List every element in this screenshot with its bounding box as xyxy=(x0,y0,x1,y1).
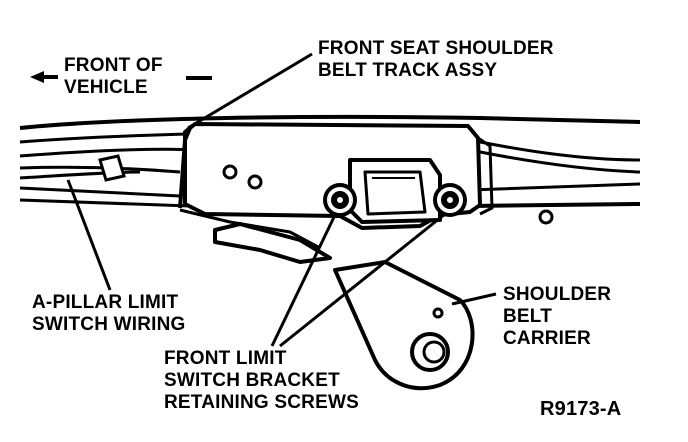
leader-screw-left xyxy=(270,214,337,347)
track-assy-label: FRONT SEAT SHOULDER BELT TRACK ASSY xyxy=(318,38,554,82)
leader-lines xyxy=(66,52,497,348)
leader-screw-right xyxy=(279,212,446,348)
front-of-vehicle-line1: FRONT OF xyxy=(64,55,163,76)
carrier-label: SHOULDER BELT CARRIER xyxy=(503,284,611,350)
shoulder-belt-carrier xyxy=(333,260,475,391)
track-assy-line2: BELT TRACK ASSY xyxy=(318,60,498,81)
carrier-line1: SHOULDER xyxy=(503,284,612,305)
screws-label: FRONT LIMIT SWITCH BRACKET RETAINING SCR… xyxy=(164,348,359,414)
front-of-vehicle-line2: VEHICLE xyxy=(64,77,148,98)
retaining-screws xyxy=(323,183,467,217)
lower-bracket xyxy=(179,208,332,264)
carrier-line2: BELT xyxy=(503,306,552,327)
a-pillar-trim xyxy=(19,114,641,208)
wiring-line2: SWITCH WIRING xyxy=(32,314,186,335)
leader-wiring xyxy=(66,179,112,291)
wiring-line1: A-PILLAR LIMIT xyxy=(32,292,179,313)
figure-id: R9173-A xyxy=(540,398,622,420)
screws-line2: SWITCH BRACKET xyxy=(164,370,340,391)
limit-switch-bracket xyxy=(348,158,442,224)
track-assy-line1: FRONT SEAT SHOULDER xyxy=(318,38,554,59)
leader-track-assy xyxy=(187,52,313,130)
front-of-vehicle-label: FRONT OF VEHICLE xyxy=(64,55,163,99)
screws-line3: RETAINING SCREWS xyxy=(164,392,359,413)
carrier-line3: CARRIER xyxy=(503,328,591,349)
wiring-label: A-PILLAR LIMIT SWITCH WIRING xyxy=(32,292,186,336)
leader-carrier xyxy=(451,292,497,306)
front-arrow xyxy=(30,71,212,83)
wiring-harness xyxy=(19,154,141,182)
screws-line1: FRONT LIMIT xyxy=(164,348,287,369)
